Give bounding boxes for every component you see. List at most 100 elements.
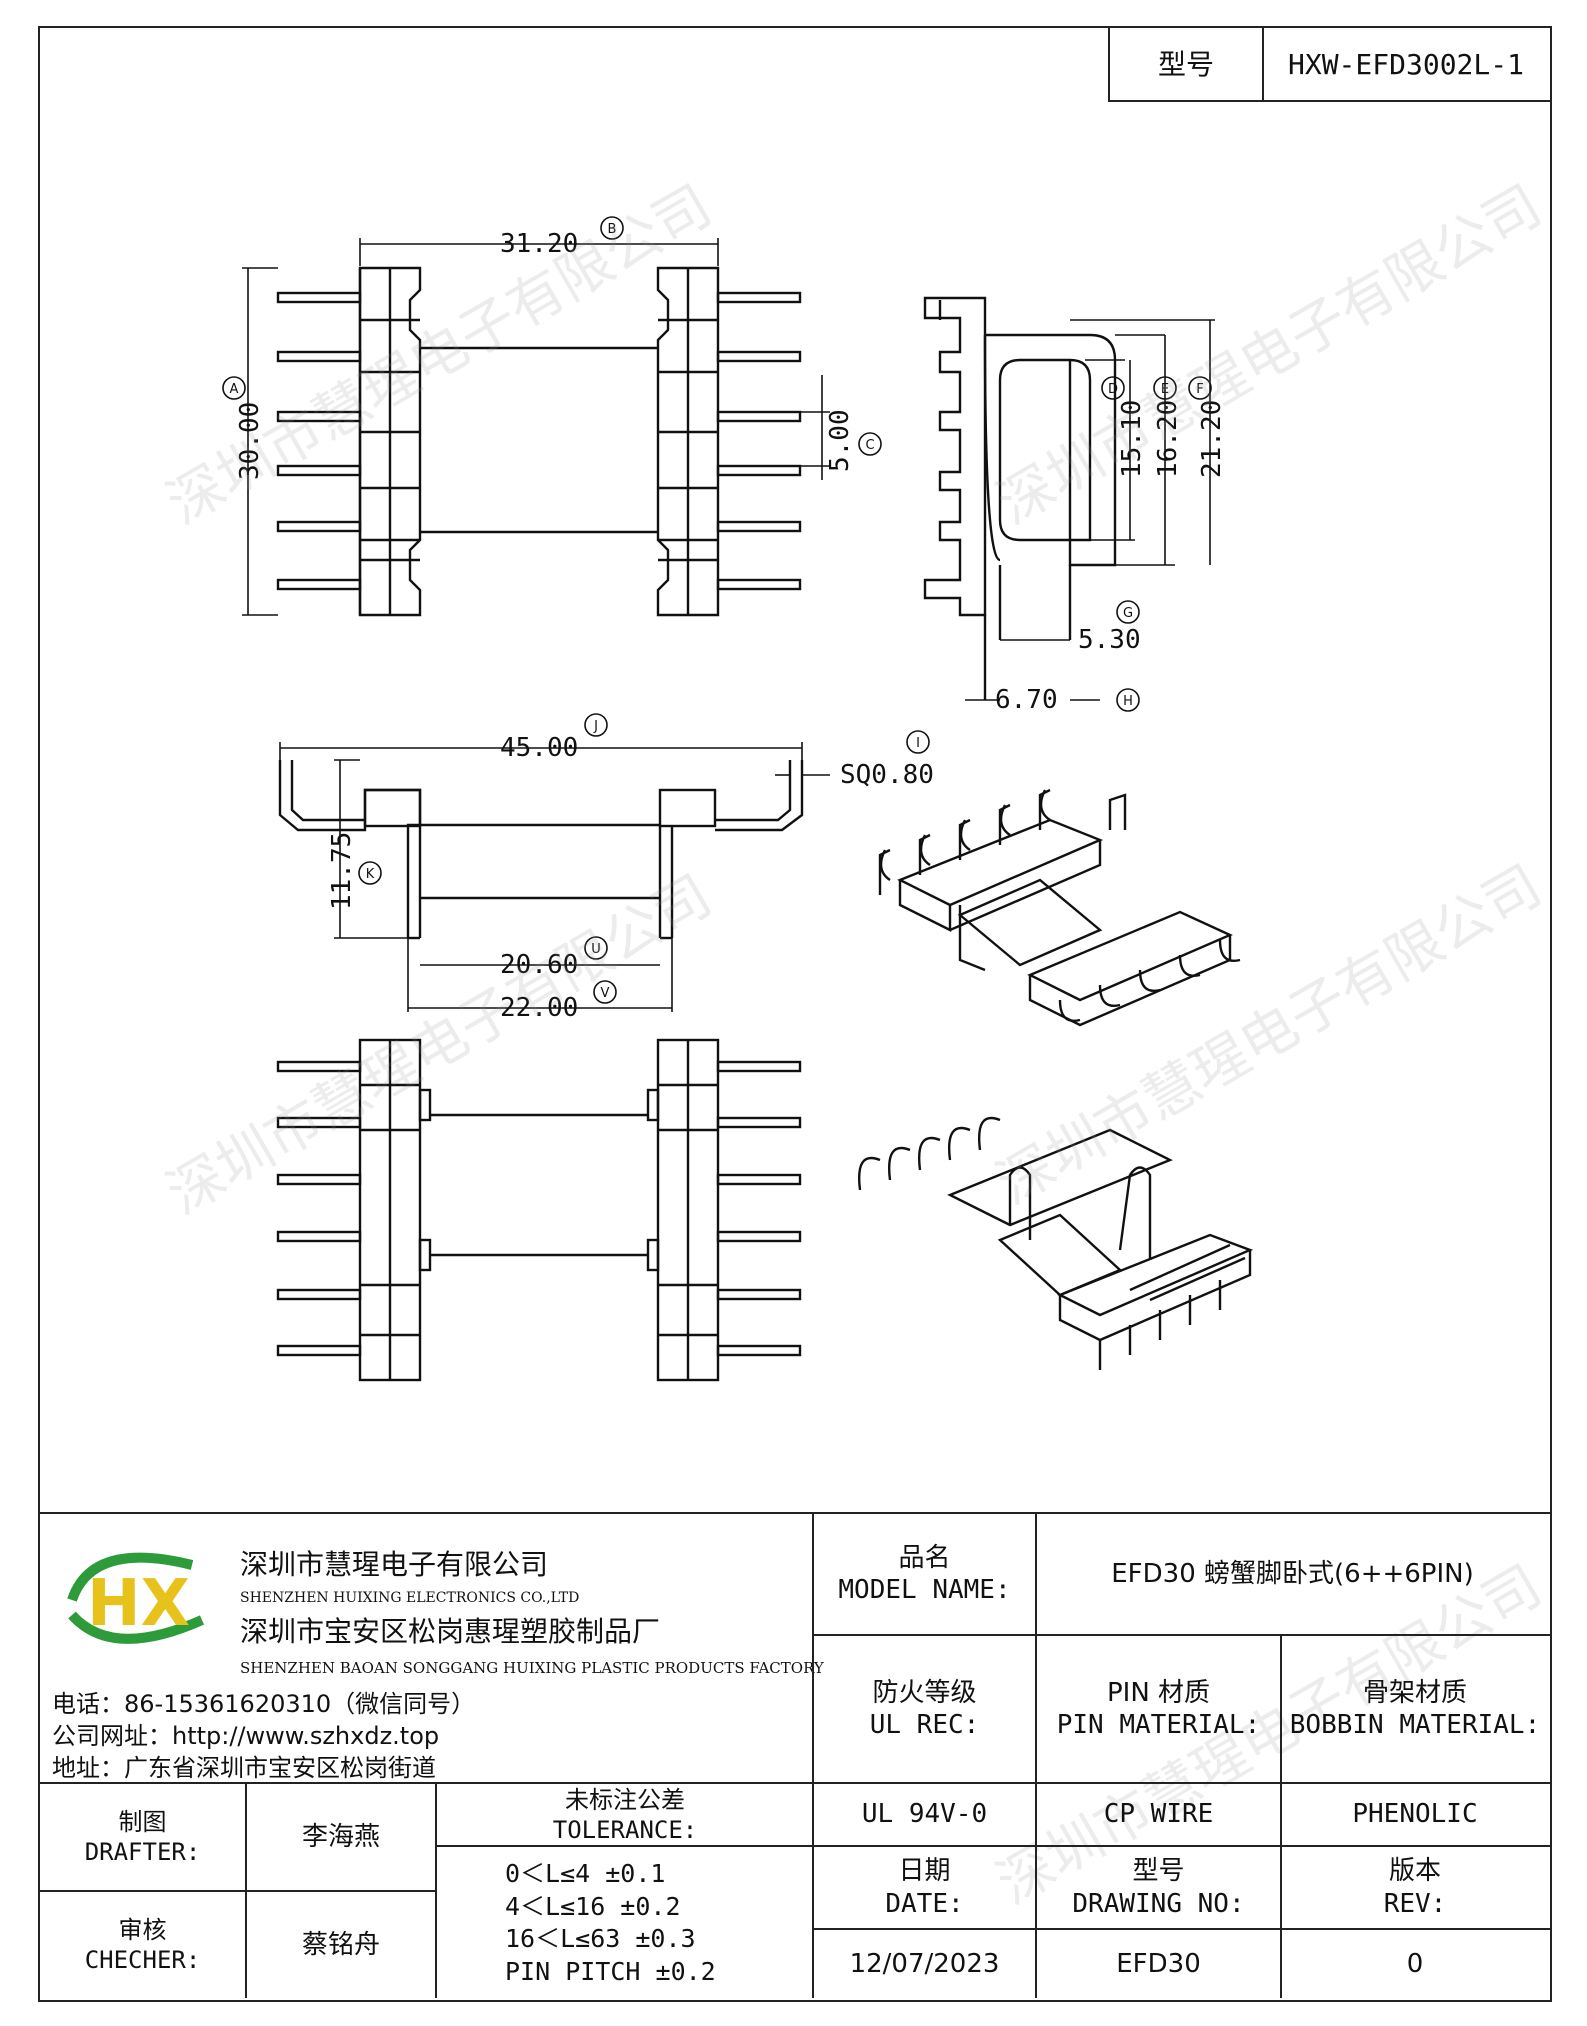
- label-b: B: [608, 222, 617, 237]
- grid-line: [435, 1845, 813, 1847]
- model-name-label-cn: 品名: [898, 1542, 951, 1573]
- drafter-value: 李海燕: [301, 1821, 380, 1852]
- grid-line: [1280, 1634, 1282, 1998]
- grid-line: [812, 1634, 1550, 1636]
- company-name-en: SHENZHEN HUIXING ELECTRONICS CO.,LTD: [240, 1590, 580, 1606]
- label-e: E: [1161, 382, 1169, 397]
- ul-label-en: UL REC:: [869, 1710, 980, 1740]
- checker-label: 审核 CHECHER:: [40, 1892, 245, 1998]
- rev-value: 0: [1406, 1948, 1424, 1979]
- tolerance-line: 4＜L≤16 ±0.2: [505, 1891, 681, 1921]
- company-address: 地址：广东省深圳市宝安区松岗街道: [52, 1754, 436, 1782]
- tolerance-label-en: TOLERANCE:: [552, 1815, 698, 1844]
- type-box-divider: [1262, 26, 1264, 102]
- dim-k-value: 11.75: [327, 832, 357, 910]
- side-view: [923, 296, 1117, 700]
- front-view: [278, 760, 804, 940]
- grid-line: [812, 1845, 1550, 1847]
- top-view: [276, 266, 802, 617]
- pin-label-cn: PIN 材质: [1106, 1677, 1211, 1708]
- label-c: C: [865, 438, 874, 453]
- label-a: A: [230, 382, 239, 397]
- drafter-label-cn: 制图: [118, 1808, 167, 1836]
- factory-name-cn: 深圳市宝安区松岗惠瑆塑胶制品厂: [240, 1615, 661, 1648]
- factory-name-en: SHENZHEN BAOAN SONGGANG HUIXING PLASTIC …: [240, 1659, 824, 1677]
- type-box: [1108, 26, 1550, 102]
- checker-label-cn: 审核: [118, 1916, 167, 1944]
- bottom-view: [276, 1038, 802, 1382]
- dim-h-value: 6.70: [995, 685, 1058, 715]
- company-name-cn: 深圳市慧瑆电子有限公司: [240, 1548, 549, 1581]
- grid-line: [1035, 1512, 1037, 1998]
- label-i: I: [916, 736, 920, 751]
- drawing-label: 型号 DRAWING NO:: [1037, 1847, 1280, 1928]
- bobbin-label: 骨架材质 BOBBIN MATERIAL:: [1282, 1636, 1548, 1782]
- dim-sq-value: SQ0.80: [840, 760, 934, 790]
- company-website: 公司网址：http://www.szhxdz.top: [52, 1722, 440, 1750]
- logo-text: HX: [87, 1567, 190, 1641]
- dim-u-value: 20.60: [500, 950, 578, 980]
- rev-label-en: REV:: [1383, 1888, 1447, 1919]
- dim-g-value: 5.30: [1078, 625, 1141, 655]
- rev-label: 版本 REV:: [1282, 1847, 1548, 1928]
- iso-view-2: [858, 1116, 1254, 1370]
- drafter-label: 制图 DRAFTER:: [40, 1784, 245, 1890]
- type-label: 型号: [1157, 47, 1214, 81]
- ul-label-cn: 防火等级: [872, 1677, 977, 1708]
- checker-label-en: CHECHER:: [84, 1946, 201, 1974]
- label-d: D: [1108, 382, 1118, 397]
- date-value: 12/07/2023: [849, 1948, 1000, 1979]
- label-v: V: [601, 986, 610, 1001]
- date-label: 日期 DATE:: [814, 1847, 1035, 1928]
- bobbin-label-cn: 骨架材质: [1362, 1677, 1467, 1708]
- company-logo: HX: [52, 1545, 222, 1655]
- dim-e-value: 16.20: [1153, 400, 1183, 478]
- label-u: U: [591, 942, 601, 957]
- model-name-label-en: MODEL NAME:: [838, 1575, 1011, 1605]
- tolerance-line: 16＜L≤63 ±0.3: [505, 1924, 696, 1953]
- grid-line: [435, 1782, 437, 1998]
- dim-f-value: 21.20: [1197, 400, 1227, 478]
- tolerance-label-cn: 未标注公差: [565, 1785, 685, 1814]
- dim-b-value: 31.20: [500, 229, 578, 259]
- label-h: H: [1123, 694, 1133, 709]
- label-g: G: [1123, 606, 1133, 621]
- drawing-label-cn: 型号: [1132, 1856, 1185, 1886]
- drawing-value: EFD30: [1116, 1948, 1201, 1979]
- drawing-frame: [38, 26, 1552, 2002]
- rev-label-cn: 版本: [1388, 1856, 1441, 1886]
- dim-j-value: 45.00: [500, 733, 578, 763]
- grid-line: [812, 1512, 814, 1998]
- date-label-cn: 日期: [898, 1856, 951, 1886]
- title-block-top: [38, 1512, 1550, 1514]
- iso-view-1: [878, 788, 1241, 1027]
- date-label-en: DATE:: [885, 1888, 964, 1919]
- bobbin-label-en: BOBBIN MATERIAL:: [1289, 1710, 1541, 1740]
- pin-label-en: PIN MATERIAL:: [1056, 1710, 1261, 1740]
- tolerance-line: 0＜L≤4 ±0.1: [505, 1859, 666, 1888]
- drafter-label-en: DRAFTER:: [84, 1838, 201, 1866]
- grid-line: [812, 1928, 1550, 1930]
- drawing-label-en: DRAWING NO:: [1072, 1888, 1245, 1919]
- ul-value: UL 94V-0: [861, 1799, 988, 1830]
- model-name-value: EFD30 螃蟹脚卧式(6++6PIN): [1111, 1558, 1474, 1589]
- dim-v-value: 22.00: [500, 993, 578, 1023]
- pin-label: PIN 材质 PIN MATERIAL:: [1037, 1636, 1280, 1782]
- bobbin-value: PHENOLIC: [1352, 1799, 1478, 1830]
- tolerance-line: PIN PITCH ±0.2: [505, 1956, 716, 1986]
- model-name-label: 品名 MODEL NAME:: [814, 1514, 1035, 1634]
- label-j: J: [593, 719, 598, 734]
- ul-label: 防火等级 UL REC:: [814, 1636, 1035, 1782]
- checker-value: 蔡铭舟: [301, 1929, 380, 1960]
- dim-c-value: 5.00: [825, 409, 855, 472]
- dim-a-value: 30.00: [235, 402, 265, 480]
- grid-line: [38, 1782, 1550, 1784]
- pin-value: CP WIRE: [1103, 1799, 1214, 1830]
- dim-d-value: 15.10: [1117, 400, 1147, 478]
- tolerance-label: 未标注公差 TOLERANCE:: [437, 1784, 813, 1845]
- label-k: K: [366, 867, 375, 882]
- tolerance-list: 0＜L≤4 ±0.1 4＜L≤16 ±0.2 16＜L≤63 ±0.3 PIN …: [505, 1858, 716, 1988]
- company-phone: 电话：86-15361620310（微信同号）: [52, 1690, 476, 1718]
- grid-line: [38, 1890, 436, 1892]
